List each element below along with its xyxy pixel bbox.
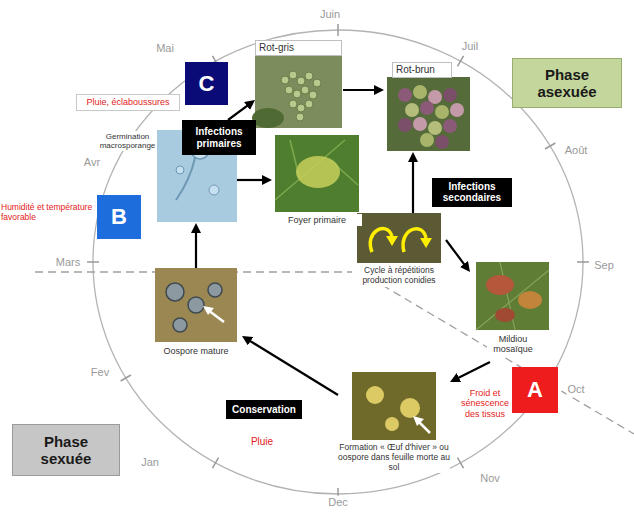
box-label: C [187, 71, 226, 96]
primary-spot-leaf-photo [275, 135, 359, 212]
month-label: Août [564, 144, 589, 157]
photo-caption: Rot-brun [392, 62, 452, 78]
photo-caption: Mildiou mosaïque [487, 333, 539, 356]
flow-arrow [412, 156, 414, 213]
process-label-box: Infections secondaires [432, 178, 512, 207]
box-label: A [514, 377, 556, 402]
photo-caption: Formation « Œuf d'hiver » ou oospore dan… [338, 442, 450, 473]
month-label: Sep [593, 259, 615, 272]
condition-note: Froid et sénescence des tissus [460, 388, 510, 419]
photo-caption: Rot-gris [255, 40, 342, 56]
flow-arrow [343, 89, 380, 91]
box-label: B [99, 204, 139, 229]
box-label: Infections primaires [185, 126, 253, 149]
condition-box: Pluie, éclaboussures [76, 94, 180, 111]
photo-node: Oospore mature [150, 268, 242, 364]
repeat-cycle-photo [357, 213, 441, 263]
mosaic-leaf-photo [476, 262, 549, 330]
photo-node: Mildiou mosaïque [470, 262, 556, 362]
flow-arrow [237, 179, 268, 181]
flow-arrow [454, 362, 490, 380]
box-label: Conservation [228, 404, 300, 416]
month-label: Juin [319, 8, 341, 21]
month-label: Fev [90, 366, 110, 379]
box-label: Phase asexuée [530, 66, 604, 101]
flow-arrow [195, 227, 197, 268]
photo-node: Rot-gris [255, 40, 343, 129]
flow-arrow [446, 240, 468, 269]
process-label-box: Infections primaires [182, 120, 256, 155]
photo-caption: Germination macrosporange [99, 131, 156, 151]
month-label: Mai [155, 42, 175, 55]
month-label: Mars [55, 256, 81, 269]
box-label: Pluie, éclaboussures [78, 97, 178, 107]
photo-node: Foyer primaire [272, 135, 362, 232]
month-label: Avr [83, 156, 101, 169]
photo-caption: Oospore mature [150, 345, 242, 357]
condition-note: Pluie [245, 436, 279, 448]
month-label: Dec [327, 496, 349, 509]
stage-letter-box: A [512, 367, 558, 413]
brown-rot-grapes-photo [387, 77, 470, 151]
flow-arrow [245, 338, 338, 395]
photo-node: Rot-brun [384, 62, 472, 152]
stage-letter-box: C [185, 62, 228, 105]
grape-flower-photo [252, 56, 342, 128]
photo-caption: Foyer primaire [272, 214, 362, 226]
process-label-box: Conservation [226, 400, 302, 419]
month-label: Juil [461, 40, 480, 53]
month-label: Nov [479, 472, 501, 485]
photo-node: Formation « Œuf d'hiver » ou oospore dan… [338, 372, 450, 488]
photo-caption: Cycle à répétitions production conidies [352, 265, 446, 287]
month-label: Jan [140, 456, 160, 469]
box-label: Phase sexuée [29, 433, 103, 468]
phase-box: Phase asexuée [512, 58, 622, 108]
winter-egg-photo [352, 372, 436, 440]
phase-box: Phase sexuée [12, 424, 120, 476]
photo-node: Cycle à répétitions production conidies [352, 213, 446, 293]
month-label: Oct [566, 383, 585, 396]
box-label: Infections secondaires [435, 181, 509, 204]
stage-letter-box: B [97, 195, 141, 239]
mature-oospore-photo [155, 268, 237, 342]
flow-arrow [228, 102, 252, 120]
condition-note: Humidité et température favorable [1, 203, 95, 223]
